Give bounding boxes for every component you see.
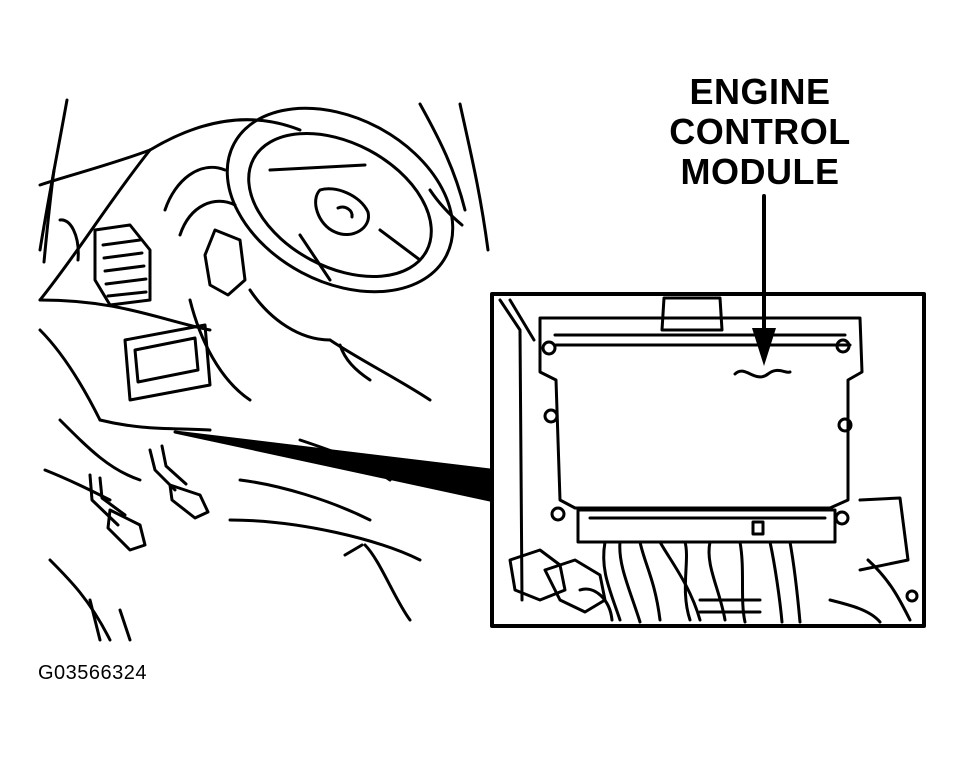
callout-line-2: CONTROL <box>669 111 851 152</box>
ecm-inset-panel <box>490 292 926 628</box>
engine-control-module <box>538 316 864 510</box>
callout-label: ENGINE CONTROL MODULE <box>640 72 880 192</box>
callout-arrow <box>752 194 776 366</box>
callout-line-1: ENGINE <box>689 71 831 112</box>
callout-line-3: MODULE <box>680 151 840 192</box>
figure-id: G03566324 <box>38 662 148 684</box>
dashboard-illustration <box>38 98 492 642</box>
